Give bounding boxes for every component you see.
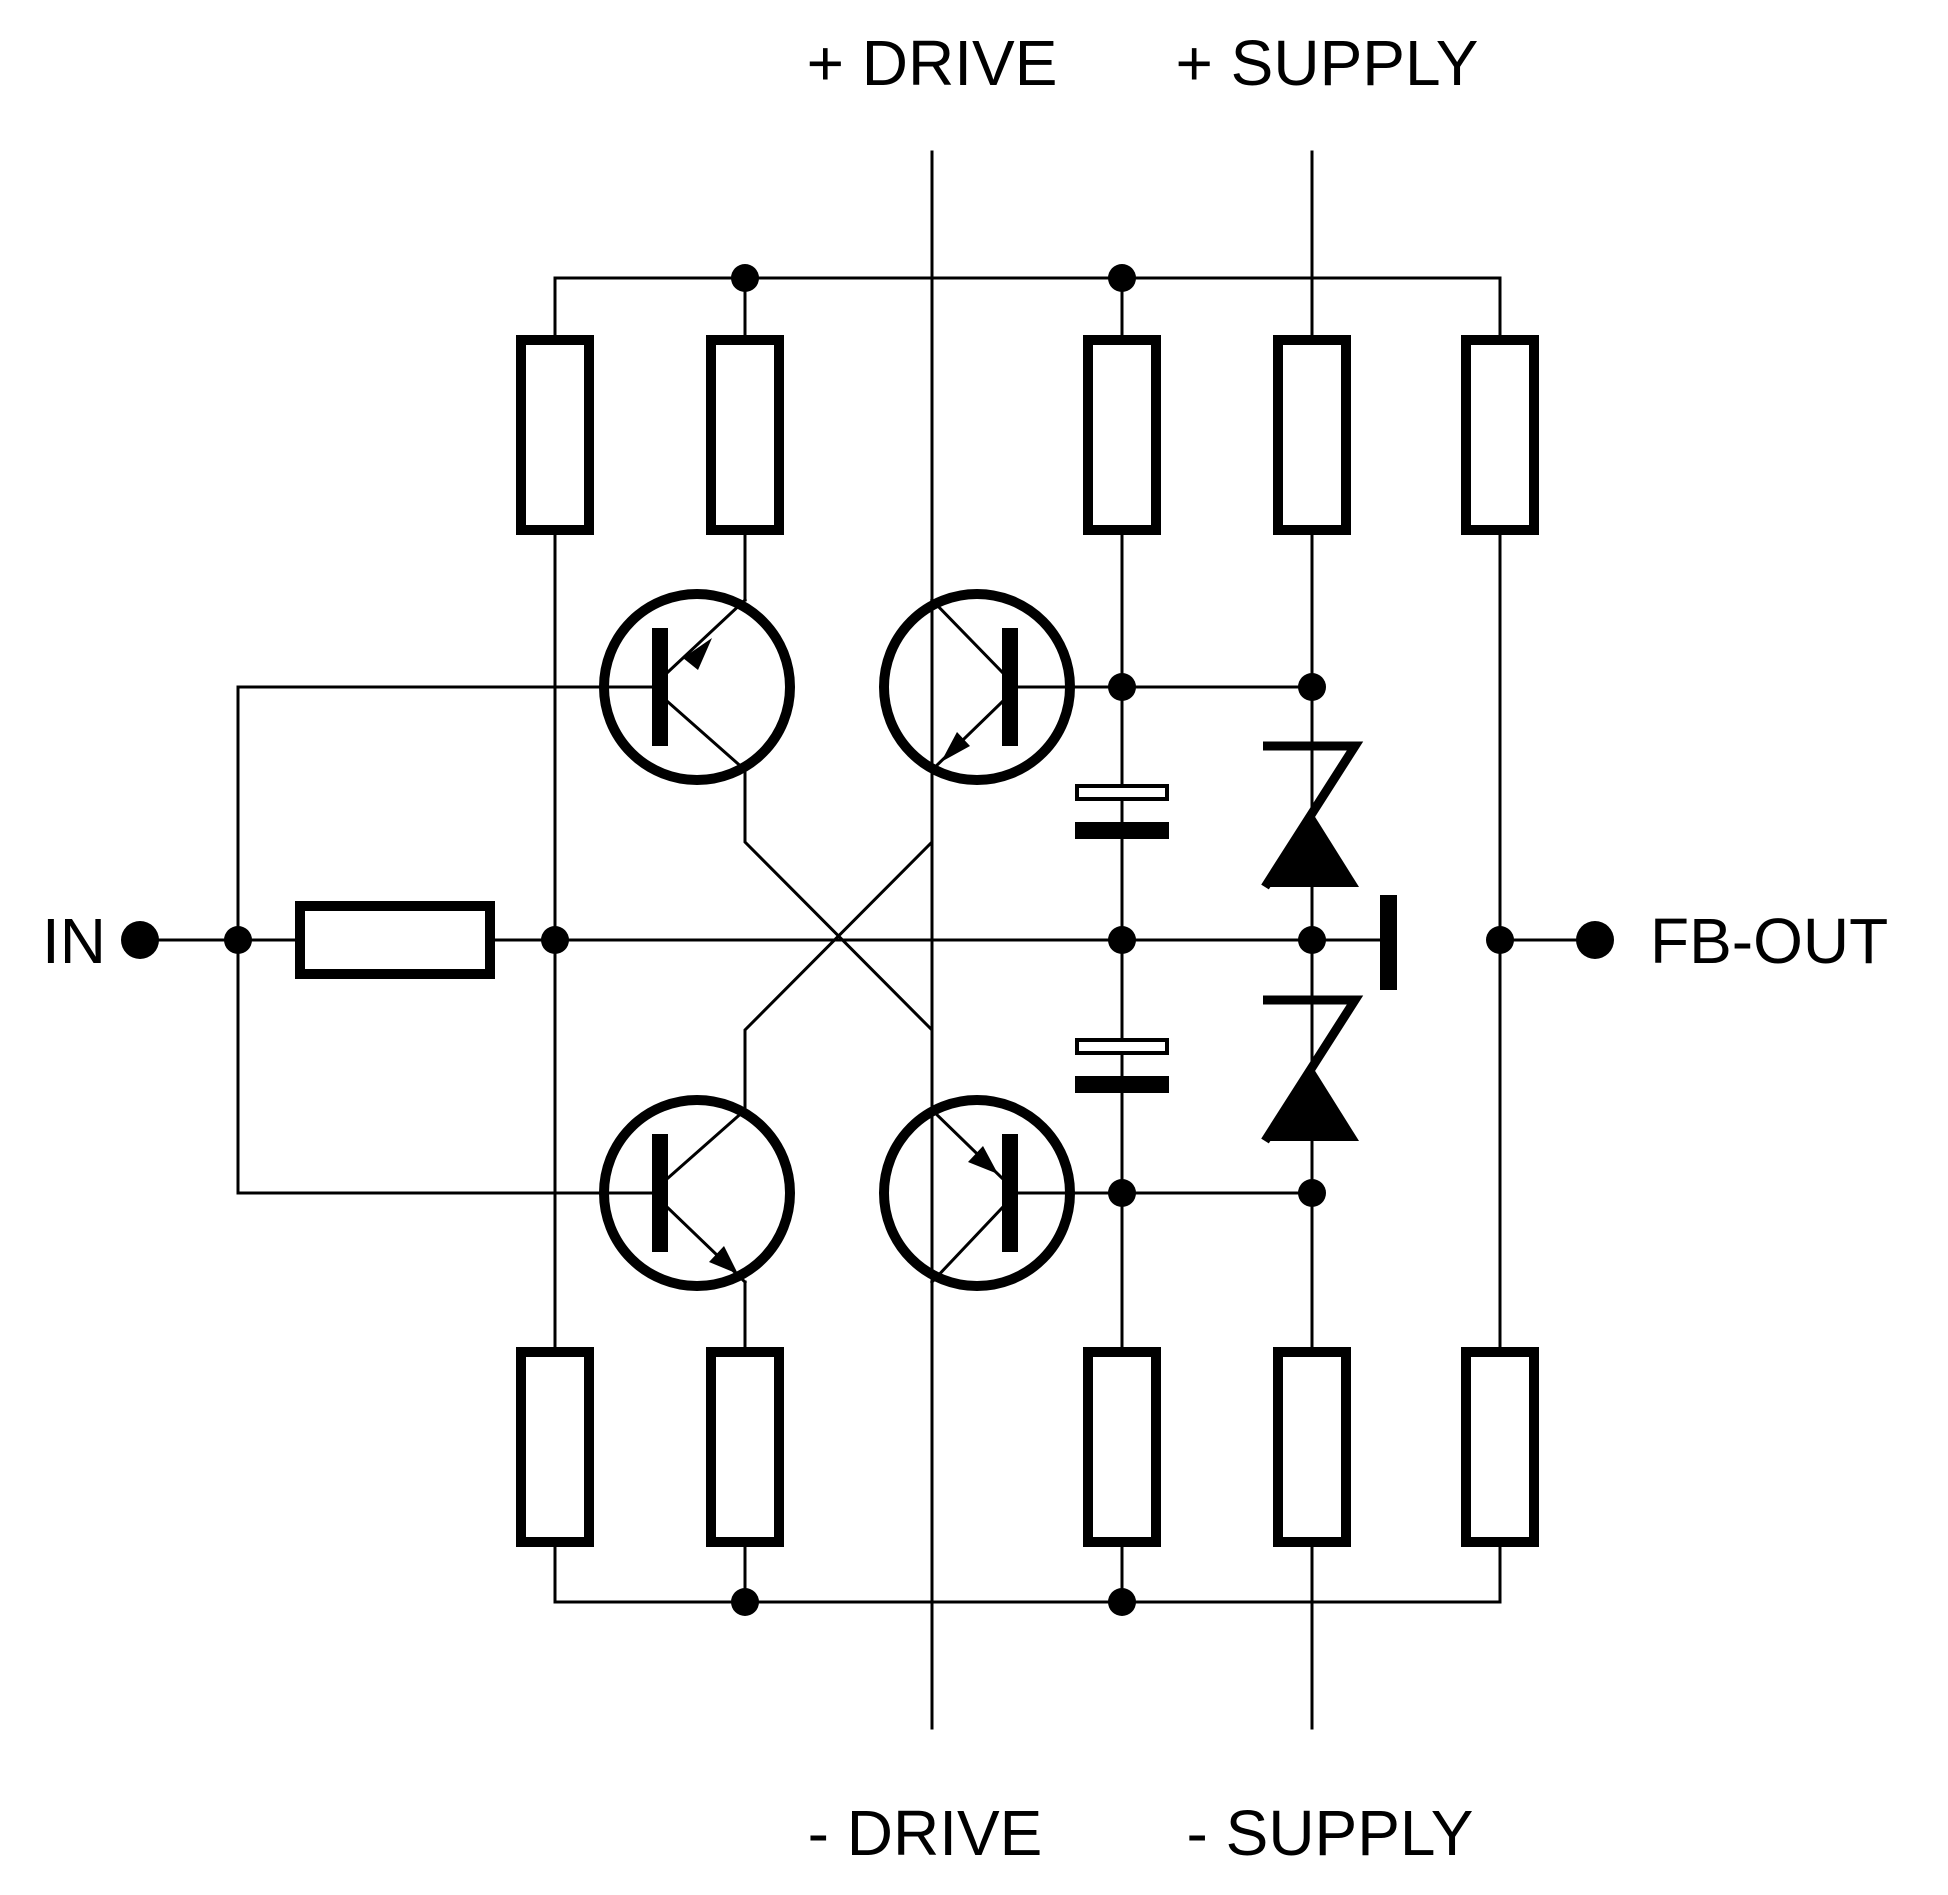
- zener-diode-z2: [1261, 995, 1364, 1144]
- transistor-q1: [599, 589, 795, 785]
- junction-dot: [731, 1588, 759, 1616]
- capacitor-c2-open-plate: [1075, 1038, 1169, 1055]
- capacitor-c2-solid-plate: [1075, 1076, 1169, 1093]
- transistor-q1-collector: [665, 699, 748, 773]
- input-terminal-icon: [121, 921, 159, 959]
- junction-dot: [1108, 1179, 1136, 1207]
- transistor-q2-arrow-icon: [941, 732, 970, 762]
- junction-dots: [224, 264, 1514, 1616]
- transistor-q4: [879, 1095, 1075, 1291]
- transistor-q2: [879, 589, 1075, 785]
- transistor-q3-collector: [665, 1107, 748, 1181]
- resistor-r3: [1083, 335, 1161, 535]
- transistor-q2-body: [879, 589, 1075, 785]
- capacitor-c1-open-plate: [1075, 784, 1169, 801]
- resistors: [295, 335, 1539, 1547]
- zener-diode-z1: [1261, 741, 1364, 890]
- transistor-q1-body: [599, 589, 795, 785]
- resistor-r8: [1083, 1347, 1161, 1547]
- junction-dot: [1486, 926, 1514, 954]
- minus-drive-label: - DRIVE: [808, 1797, 1043, 1869]
- cross-wire-q1-to-q4: [743, 768, 934, 1284]
- transistor-q4-body: [879, 1095, 1075, 1291]
- zener-diode-z2-cathode: [1261, 995, 1364, 1144]
- transistor-q3-arrow-icon: [709, 1246, 738, 1274]
- junction-dot: [1298, 926, 1326, 954]
- transistor-q3: [599, 1095, 795, 1291]
- transistor-q2-base-bar: [1002, 628, 1018, 746]
- zener-diode-z1-cathode: [1261, 741, 1364, 890]
- minus-supply-label: - SUPPLY: [1187, 1797, 1474, 1869]
- resistor-r10: [1461, 1347, 1539, 1547]
- transistor-q4-base-bar: [1002, 1134, 1018, 1252]
- plus-drive-label: + DRIVE: [807, 27, 1058, 99]
- resistor-r7: [706, 1347, 784, 1547]
- transistor-q3-body: [599, 1095, 795, 1291]
- junction-dot: [541, 926, 569, 954]
- ground-bar: [1380, 895, 1397, 990]
- junction-dot: [224, 926, 252, 954]
- transistor-q4-collector: [929, 1205, 1005, 1285]
- input-label: IN: [42, 905, 106, 977]
- junction-dot: [1298, 1179, 1326, 1207]
- junction-dot: [1108, 926, 1136, 954]
- junction-dot: [1108, 673, 1136, 701]
- resistor-r4: [1273, 335, 1351, 535]
- capacitor-c1: [1075, 784, 1169, 839]
- junction-dot: [1108, 264, 1136, 292]
- resistor-r2: [706, 335, 784, 535]
- resistor-r6: [516, 1347, 594, 1547]
- capacitor-c2: [1075, 1038, 1169, 1093]
- transistor-q4-arrow-icon: [968, 1146, 998, 1174]
- junction-dot: [1298, 673, 1326, 701]
- transistor-q1-arrow-icon: [683, 638, 712, 670]
- transistor-q3-base-bar: [652, 1134, 668, 1252]
- input-resistor: [295, 901, 495, 979]
- capacitor-c1-solid-plate: [1075, 822, 1169, 839]
- resistor-r9: [1273, 1347, 1351, 1547]
- output-label: FB-OUT: [1650, 905, 1888, 977]
- transistor-q2-collector: [929, 597, 1005, 675]
- resistor-r1: [516, 335, 594, 535]
- transistor-q1-base-bar: [652, 628, 668, 746]
- junction-dot: [731, 264, 759, 292]
- zener-diode-z2-triangle: [1265, 1066, 1359, 1141]
- transistor-q1-emitter: [665, 597, 748, 675]
- resistor-r5: [1461, 335, 1539, 535]
- output-terminal-icon: [1576, 921, 1614, 959]
- plus-supply-label: + SUPPLY: [1176, 27, 1479, 99]
- cross-wire-q2-to-q3: [743, 598, 934, 1112]
- junction-dot: [1108, 1588, 1136, 1616]
- zener-diode-z1-triangle: [1265, 812, 1359, 887]
